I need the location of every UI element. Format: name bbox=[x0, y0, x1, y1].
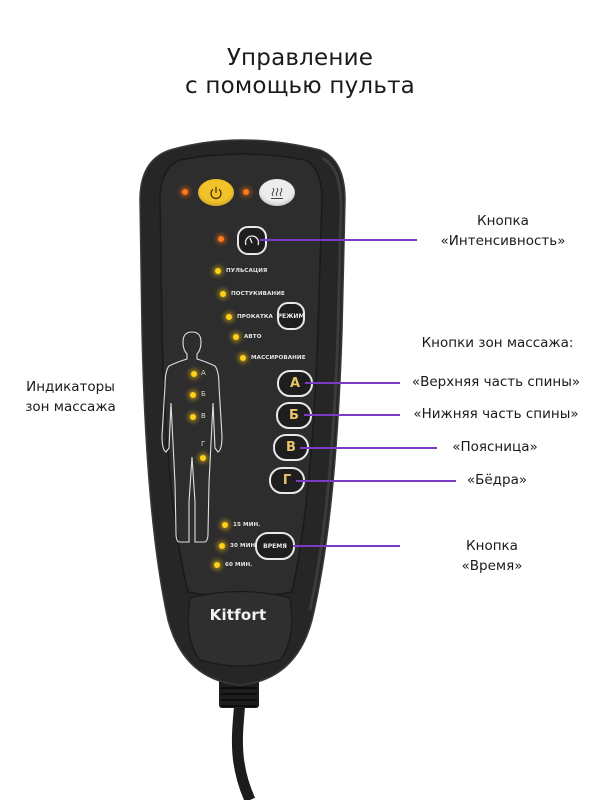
mode-led-tapping bbox=[220, 291, 226, 297]
time-callout: Кнопка «Время» bbox=[432, 536, 552, 576]
time-button[interactable]: ВРЕМЯ bbox=[255, 532, 295, 560]
zone-b-callout: «Нижняя часть спины» bbox=[413, 406, 579, 422]
heat-button[interactable] bbox=[259, 179, 295, 206]
title-line-2: с помощью пульта bbox=[185, 73, 415, 99]
brand-logo: Kitfort bbox=[209, 606, 267, 624]
zone-g-callout-line bbox=[296, 480, 456, 482]
indicators-callout: Индикаторы зон массажа bbox=[8, 377, 133, 417]
timer-label-15: 15 МИН. bbox=[233, 522, 261, 528]
indicators-callout-line1: Индикаторы bbox=[26, 379, 115, 395]
intensity-callout-line1: Кнопка bbox=[477, 213, 529, 229]
time-callout-line bbox=[293, 545, 400, 547]
timer-led-15 bbox=[222, 522, 228, 528]
time-button-label: ВРЕМЯ bbox=[263, 542, 287, 550]
timer-led-30 bbox=[219, 543, 225, 549]
mode-button-label: РЕЖИМ bbox=[277, 312, 305, 320]
mode-label-pulsation: ПУЛЬСАЦИЯ bbox=[226, 268, 268, 274]
zone-indicator-b bbox=[190, 392, 196, 398]
power-icon bbox=[210, 186, 222, 199]
zone-indicator-g-label: Г bbox=[201, 440, 206, 448]
intensity-callout: Кнопка «Интенсивность» bbox=[418, 211, 588, 251]
mode-led-auto bbox=[233, 334, 239, 340]
zone-indicator-a-label: А bbox=[201, 369, 206, 377]
zone-indicator-v-label: В bbox=[201, 412, 206, 420]
title-line-1: Управление bbox=[226, 45, 374, 71]
zone-a-button-label: А bbox=[289, 376, 301, 391]
zone-g-button-label: Г bbox=[282, 473, 292, 488]
zone-indicator-a bbox=[191, 371, 197, 377]
page-title: Управление с помощью пульта bbox=[0, 44, 600, 100]
time-callout-line2: «Время» bbox=[461, 558, 523, 574]
timer-led-60 bbox=[214, 562, 220, 568]
zone-v-button-label: В bbox=[286, 440, 296, 455]
zone-b-button-label: Б bbox=[289, 408, 299, 423]
power-led-left bbox=[182, 189, 188, 195]
indicators-callout-line2: зон массажа bbox=[25, 399, 116, 415]
zone-v-callout: «Поясница» bbox=[452, 439, 538, 455]
heat-led bbox=[243, 189, 249, 195]
mode-label-rolling: ПРОКАТКА bbox=[237, 314, 273, 320]
timer-label-60: 60 МИН. bbox=[225, 562, 253, 568]
mode-button[interactable]: РЕЖИМ bbox=[277, 302, 305, 330]
mode-label-tapping: ПОСТУКИВАНИЕ bbox=[231, 291, 285, 297]
zones-header-callout: Кнопки зон массажа: bbox=[421, 335, 574, 351]
gauge-icon bbox=[244, 234, 260, 245]
zone-indicator-g bbox=[200, 455, 206, 461]
zone-indicator-b-label: Б bbox=[201, 390, 206, 398]
intensity-callout-line bbox=[260, 239, 417, 241]
heat-icon bbox=[271, 187, 283, 199]
mode-led-pulsation bbox=[215, 268, 221, 274]
timer-label-30: 30 МИН. bbox=[230, 543, 258, 549]
time-callout-line1: Кнопка bbox=[466, 538, 518, 554]
zone-a-callout: «Верхняя часть спины» bbox=[411, 374, 581, 390]
zone-v-callout-line bbox=[300, 447, 437, 449]
zone-indicator-v bbox=[190, 414, 196, 420]
mode-label-massage: МАССИРОВАНИЕ bbox=[251, 355, 306, 361]
mode-label-auto: АВТО bbox=[244, 334, 262, 340]
mode-led-massage bbox=[240, 355, 246, 361]
intensity-callout-line2: «Интенсивность» bbox=[440, 233, 566, 249]
zone-a-callout-line bbox=[305, 382, 400, 384]
zone-g-callout: «Бёдра» bbox=[466, 472, 528, 488]
power-button[interactable] bbox=[198, 179, 234, 206]
mode-led-rolling bbox=[226, 314, 232, 320]
zone-b-callout-line bbox=[304, 414, 400, 416]
intensity-led bbox=[218, 236, 224, 242]
